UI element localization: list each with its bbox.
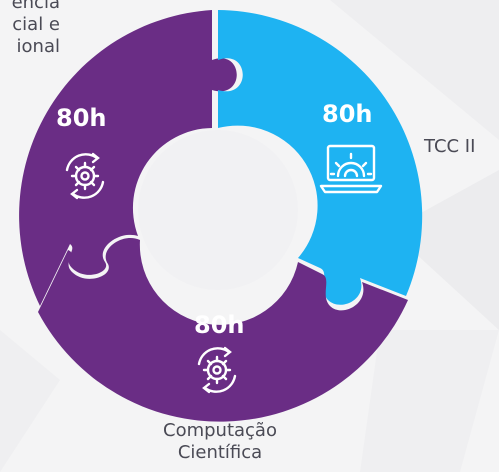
segment-bottom-hours: 80h bbox=[194, 311, 245, 339]
segment-bottom-label-line: Científica bbox=[177, 442, 263, 463]
segment-bottom-label: Computação Científica bbox=[130, 420, 310, 464]
segment-right-label: TCC II bbox=[424, 136, 476, 157]
segment-left-label: ência cial e ional bbox=[0, 0, 60, 58]
segment-left-hours: 80h bbox=[56, 104, 107, 132]
segment-bottom-label-line: Computação bbox=[163, 420, 277, 441]
puzzle-piece-right bbox=[218, 10, 423, 305]
segment-left-label-line: ional bbox=[16, 36, 60, 57]
segment-right-hours: 80h bbox=[322, 100, 373, 128]
laptop-gear-icon bbox=[319, 144, 383, 194]
puzzle-piece-left bbox=[19, 10, 237, 306]
segment-left-label-line: ência bbox=[11, 0, 60, 13]
cycle-gear-icon bbox=[65, 152, 105, 200]
cycle-gear-icon bbox=[197, 346, 237, 394]
segment-left-label-line: cial e bbox=[12, 14, 60, 35]
puzzle-piece-bottom bbox=[38, 238, 408, 422]
